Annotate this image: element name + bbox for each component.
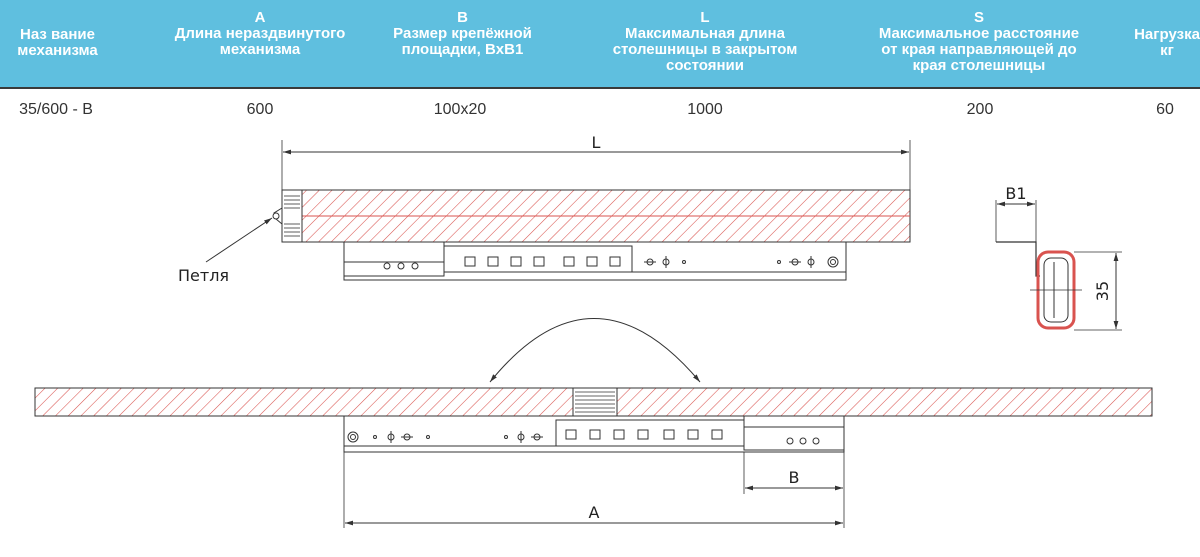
header-title: Наз вание механизма — [17, 26, 98, 59]
header-col-a: A Длина нераздвинутого механизма — [150, 0, 370, 89]
slide-rail-folded — [343, 241, 847, 281]
cell-platform-b: 100x20 — [433, 101, 487, 118]
header-title: Максимальная длина столешницы в закрытом… — [612, 25, 798, 74]
header-col-b: B Размер крепёжной площадки, BxB1 — [370, 0, 555, 89]
rotation-arrow — [489, 318, 701, 383]
slide-rail-unfolded — [343, 415, 845, 453]
cell-max-length-l: 1000 — [687, 101, 723, 118]
dimension-l: L — [281, 133, 911, 190]
cell-distance-s: 200 — [966, 101, 994, 118]
header-title: Максимальное расстояние от края направля… — [878, 25, 1080, 74]
header-letter: A — [254, 9, 266, 26]
header-load: Нагрузка кг — [1112, 0, 1200, 89]
spec-table-header: Наз вание механизма A Длина нераздвинуто… — [0, 0, 1200, 89]
label-l: L — [592, 133, 601, 152]
header-title: Размер крепёжной площадки, BxB1 — [393, 25, 532, 58]
dimension-a: A — [343, 452, 843, 528]
cell-mechanism: 35/600 - В — [19, 101, 93, 118]
header-mechanism-name: Наз вание механизма — [0, 0, 115, 89]
dimension-b: B — [743, 452, 845, 528]
technical-drawing: L Петля — [34, 133, 1153, 528]
label-35: 35 — [1093, 281, 1112, 301]
label-a: A — [589, 503, 600, 522]
dimension-35: 35 — [1074, 251, 1122, 331]
header-title: Нагрузка кг — [1134, 26, 1200, 59]
cell-length-a: 600 — [246, 101, 274, 118]
header-col-l: L Максимальная длина столешницы в закрыт… — [585, 0, 825, 89]
rail-holes — [565, 429, 723, 440]
label-b1: B1 — [1005, 184, 1026, 203]
header-letter: B — [457, 9, 468, 26]
rail-profile — [996, 241, 1082, 330]
header-letter: L — [700, 9, 710, 26]
dimension-b1: B1 — [995, 184, 1037, 242]
spec-table-row: 35/600 - В 600 100x20 1000 200 60 — [0, 99, 1200, 121]
unfolded-tabletop — [34, 387, 1153, 417]
label-b: B — [789, 468, 800, 487]
header-letter: S — [973, 9, 984, 26]
folded-tabletop — [272, 189, 911, 243]
rail-holes — [464, 256, 621, 267]
label-hinge: Петля — [178, 266, 229, 285]
cell-load: 60 — [1156, 101, 1174, 118]
header-col-s: S Максимальное расстояние от края направ… — [850, 0, 1108, 89]
header-title: Длина нераздвинутого механизма — [174, 25, 346, 58]
hinge-callout: Петля — [178, 217, 273, 285]
